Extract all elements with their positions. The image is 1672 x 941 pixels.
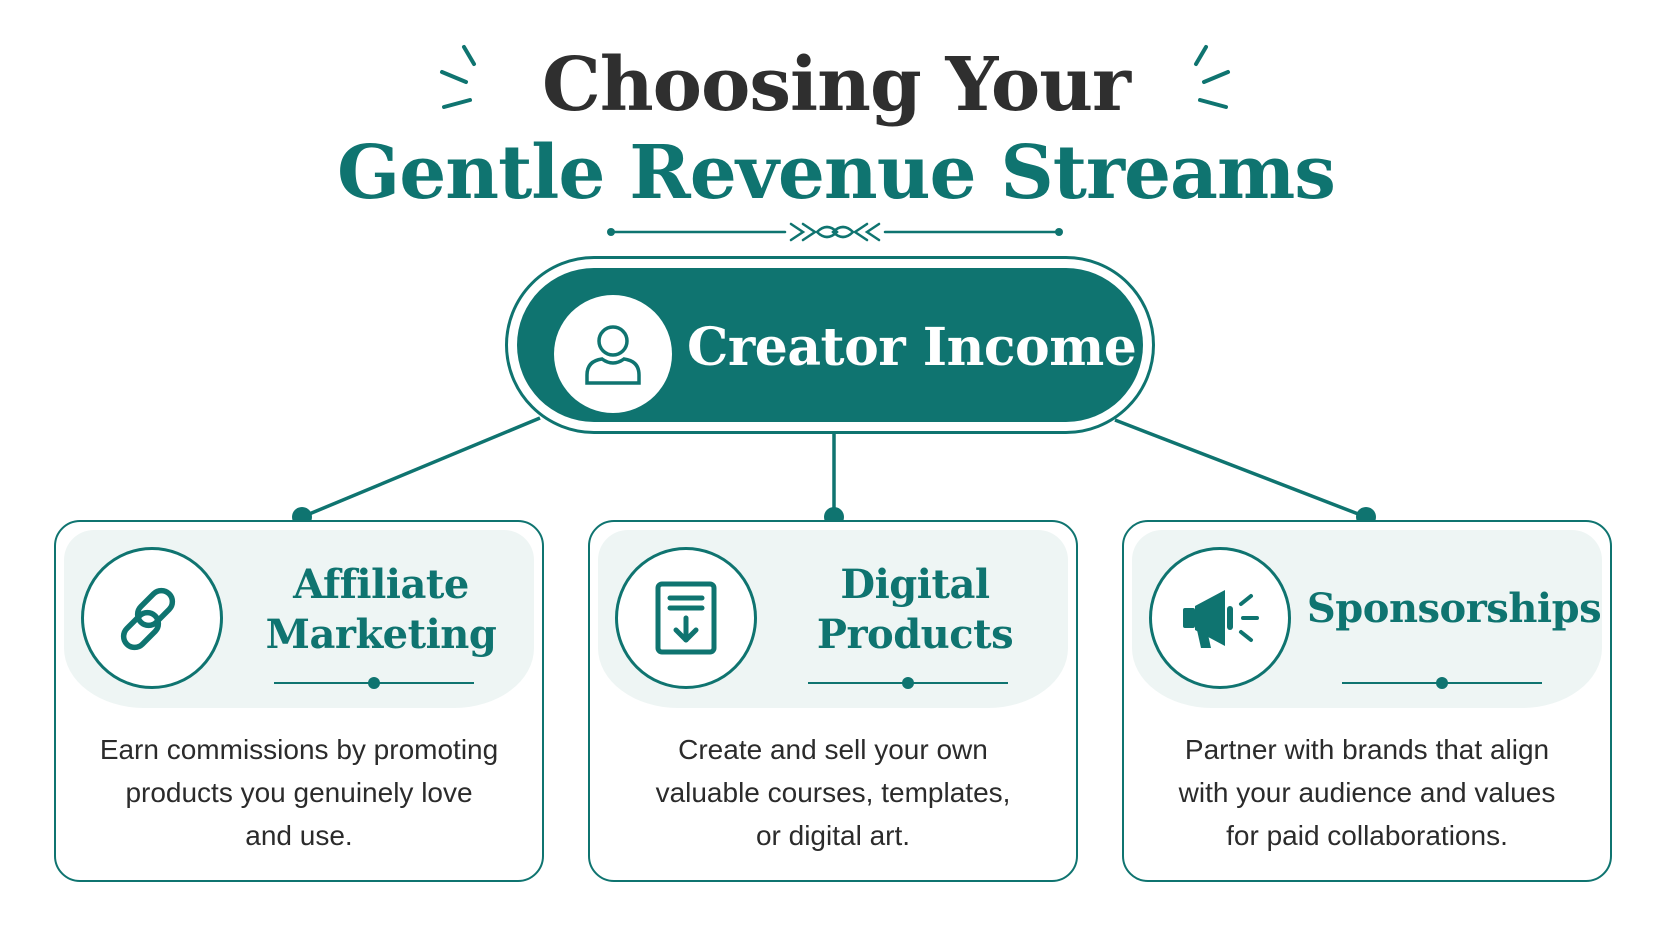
creator-income-node: Creator Income bbox=[505, 256, 1155, 434]
card-description-line: or digital art. bbox=[755, 820, 911, 851]
card-description-line: Create and sell your own bbox=[678, 734, 988, 765]
card-title-line-1: Sponsorships bbox=[1306, 585, 1602, 632]
creator-income-pill-fill: Creator Income bbox=[517, 268, 1143, 422]
card-description: Create and sell your own valuable course… bbox=[610, 728, 1056, 857]
card-title: Affiliate Marketing bbox=[236, 560, 526, 660]
card-description: Earn commissions by promoting products y… bbox=[76, 728, 522, 857]
card-description-line: and use. bbox=[245, 820, 353, 851]
creator-income-label: Creator Income bbox=[687, 317, 1137, 378]
title-line-2: Gentle Revenue Streams bbox=[337, 130, 1336, 216]
person-icon bbox=[554, 295, 672, 413]
card-divider bbox=[808, 677, 1008, 689]
card-description-line: Earn commissions by promoting bbox=[99, 734, 499, 765]
card-title-line-2: Products bbox=[816, 611, 1014, 658]
card-title: Digital Products bbox=[770, 560, 1060, 660]
card-description-line: products you genuinely love bbox=[125, 777, 473, 808]
sponsorships-card: Sponsorships Partner with brands that al… bbox=[1122, 520, 1612, 882]
document-download-icon bbox=[615, 547, 757, 689]
card-title-line-1: Digital bbox=[840, 561, 990, 608]
card-description-line: for paid collaborations. bbox=[1226, 820, 1508, 851]
card-title-line-2: Marketing bbox=[265, 611, 497, 658]
title-line-1: Choosing Your bbox=[541, 42, 1131, 128]
right-sparkle-icon bbox=[1194, 45, 1230, 109]
card-description-line: valuable courses, templates, bbox=[655, 777, 1011, 808]
card-description-line: with your audience and values bbox=[1178, 777, 1556, 808]
megaphone-icon bbox=[1149, 547, 1291, 689]
card-title-line-1: Affiliate bbox=[293, 561, 469, 608]
card-description-line: Partner with brands that align bbox=[1184, 734, 1550, 765]
card-title: Sponsorships bbox=[1304, 584, 1604, 634]
card-description: Partner with brands that align with your… bbox=[1144, 728, 1590, 857]
card-divider bbox=[274, 677, 474, 689]
affiliate-marketing-card: Affiliate Marketing Earn commissions by … bbox=[54, 520, 544, 882]
link-icon bbox=[81, 547, 223, 689]
left-sparkle-icon bbox=[440, 45, 476, 109]
card-divider bbox=[1342, 677, 1542, 689]
title-ornament-divider bbox=[607, 222, 1063, 242]
digital-products-card: Digital Products Create and sell your ow… bbox=[588, 520, 1078, 882]
